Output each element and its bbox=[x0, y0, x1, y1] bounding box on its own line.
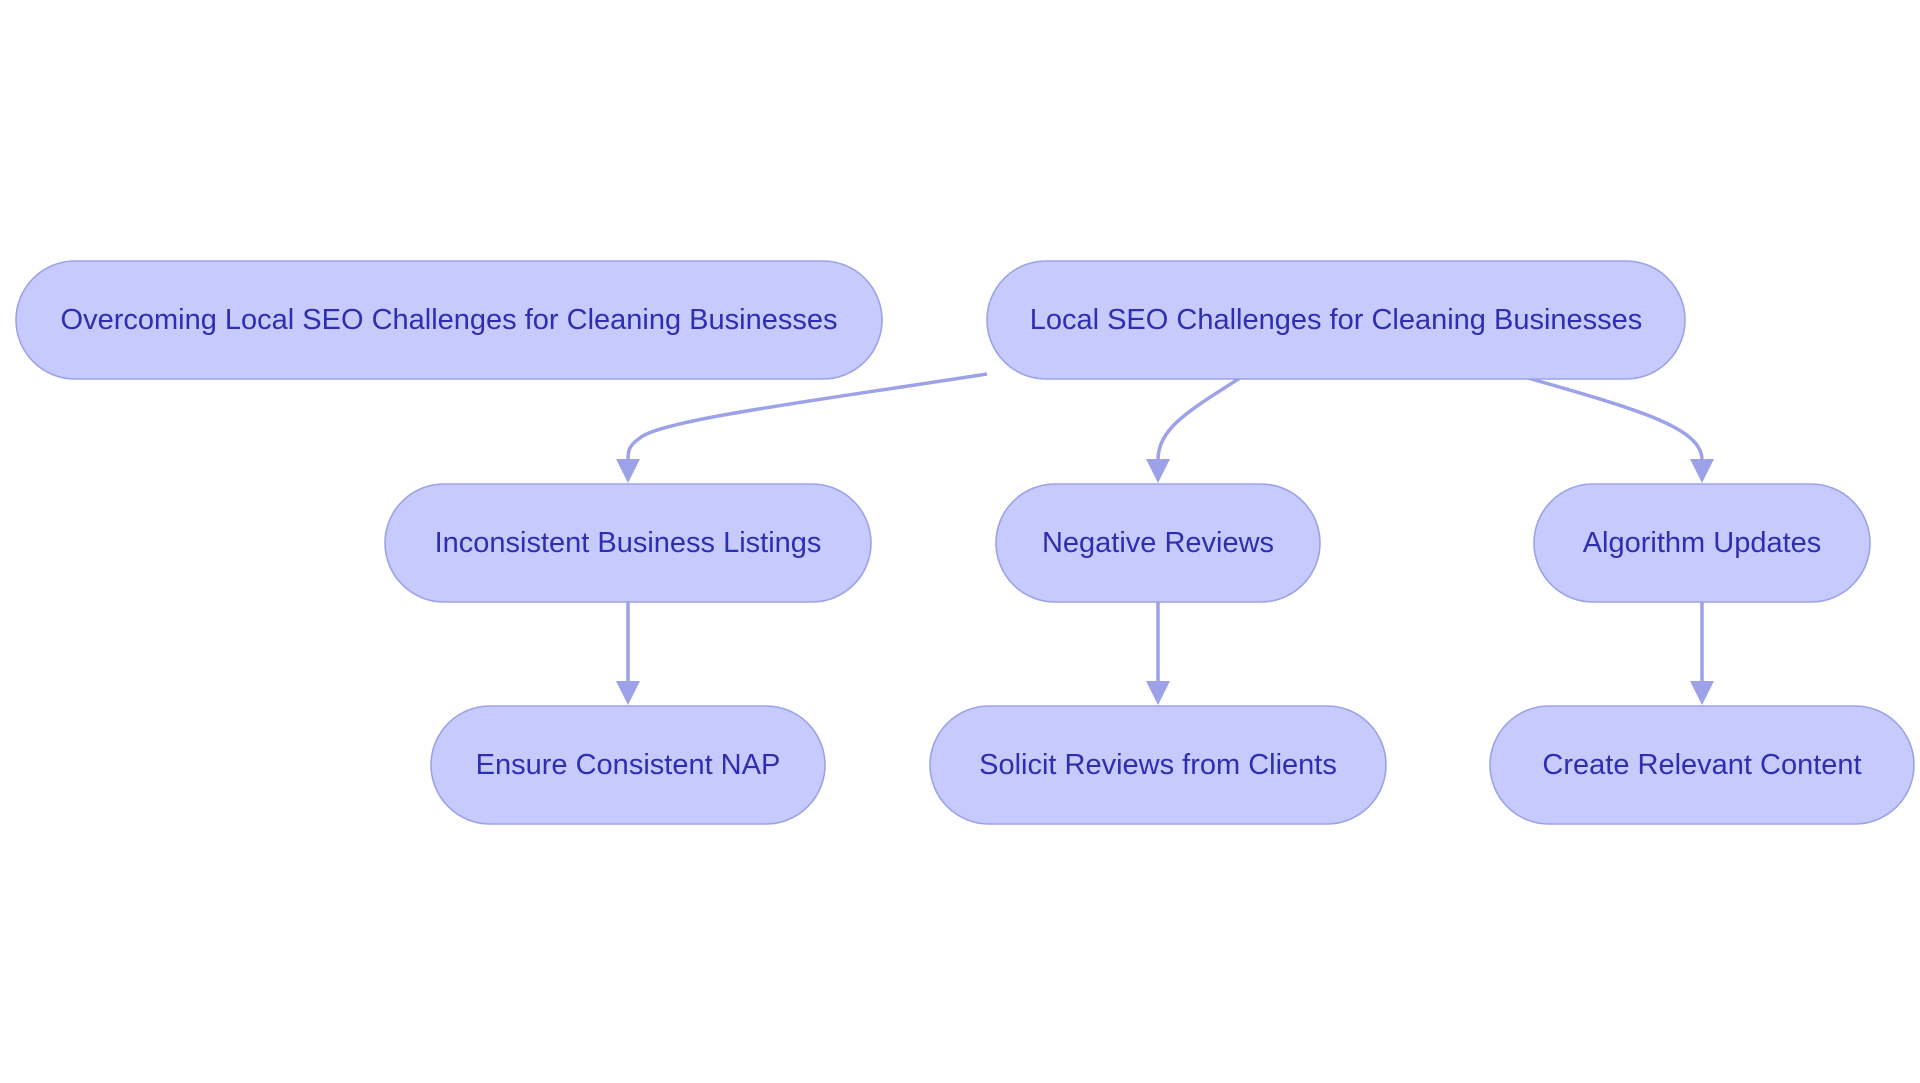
node-negative-reviews: Negative Reviews bbox=[995, 483, 1321, 603]
node-title-label: Overcoming Local SEO Challenges for Clea… bbox=[61, 304, 838, 336]
edge-root-to-listings bbox=[626, 372, 988, 461]
arrow-nap bbox=[616, 681, 640, 705]
arrow-reviews bbox=[1146, 459, 1170, 483]
edge-root-to-algorithm bbox=[1527, 376, 1704, 461]
arrow-listings bbox=[616, 459, 640, 483]
node-solicit-reviews-label: Solicit Reviews from Clients bbox=[979, 749, 1337, 781]
arrow-content bbox=[1690, 681, 1714, 705]
node-ensure-nap-label: Ensure Consistent NAP bbox=[476, 749, 781, 781]
node-title: Overcoming Local SEO Challenges for Clea… bbox=[15, 260, 883, 380]
arrow-solicit bbox=[1146, 681, 1170, 705]
node-ensure-nap: Ensure Consistent NAP bbox=[430, 705, 826, 825]
node-inconsistent-listings: Inconsistent Business Listings bbox=[384, 483, 872, 603]
node-inconsistent-listings-label: Inconsistent Business Listings bbox=[435, 527, 822, 559]
node-solicit-reviews: Solicit Reviews from Clients bbox=[929, 705, 1387, 825]
edge-root-to-reviews bbox=[1156, 376, 1241, 461]
node-root: Local SEO Challenges for Cleaning Busine… bbox=[986, 260, 1686, 380]
edges bbox=[616, 372, 1714, 705]
node-create-content: Create Relevant Content bbox=[1489, 705, 1915, 825]
node-negative-reviews-label: Negative Reviews bbox=[1042, 527, 1274, 559]
node-algorithm-updates: Algorithm Updates bbox=[1533, 483, 1871, 603]
arrow-algorithm bbox=[1690, 459, 1714, 483]
node-algorithm-updates-label: Algorithm Updates bbox=[1583, 527, 1822, 559]
node-root-label: Local SEO Challenges for Cleaning Busine… bbox=[1030, 304, 1643, 336]
node-create-content-label: Create Relevant Content bbox=[1542, 749, 1861, 781]
